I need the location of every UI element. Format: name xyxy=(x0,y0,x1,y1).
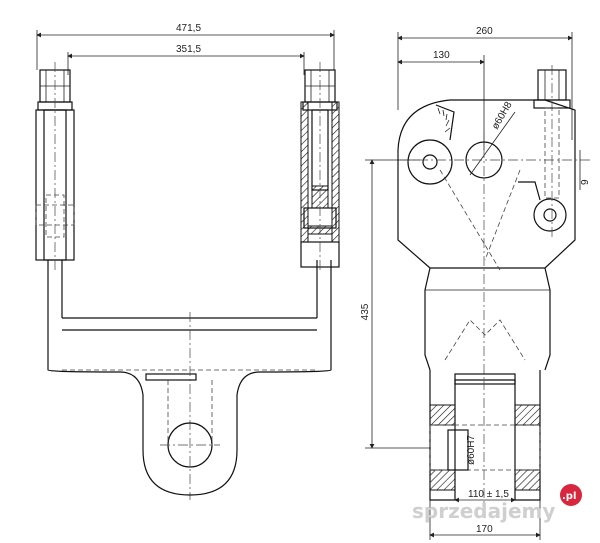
watermark-badge-icon xyxy=(560,484,582,506)
dimension-side-total-width: 260 xyxy=(397,26,573,140)
dimension-base-width: 170 xyxy=(429,500,541,540)
lower-fork: ø60H7 xyxy=(429,370,541,505)
small-gap-label: 9 xyxy=(580,179,591,185)
front-total-width-label: 471,5 xyxy=(176,23,201,34)
dimension-front-total-width: 471,5 xyxy=(36,23,335,70)
base-width-label: 170 xyxy=(476,524,493,535)
dimension-slot: 110 ± 1,5 xyxy=(454,489,516,503)
cross-beam xyxy=(62,312,317,500)
watermark: sprzedajemy .pl xyxy=(412,484,582,523)
side-total-width-label: 260 xyxy=(476,26,493,37)
upper-plate: ø60H8 xyxy=(397,99,590,380)
hanger-arms xyxy=(47,260,332,370)
front-inner-width-label: 351,5 xyxy=(176,44,201,55)
side-bolt: 9 xyxy=(518,65,591,240)
slot-label: 110 ± 1,5 xyxy=(468,489,509,500)
watermark-suffix: .pl xyxy=(562,491,576,502)
lower-hole-label: ø60H7 xyxy=(466,435,477,465)
bottom-lug xyxy=(47,369,332,496)
dimension-side-height: 435 xyxy=(360,159,430,449)
scale-ticks xyxy=(437,107,451,133)
left-bolt-assembly xyxy=(35,62,75,270)
front-view: 471,5 351,5 xyxy=(35,23,340,500)
side-height-label: 435 xyxy=(360,303,371,320)
upper-hole-label: ø60H8 xyxy=(490,100,515,132)
watermark-text: sprzedajemy xyxy=(412,499,555,523)
middle-neck xyxy=(424,267,551,371)
right-bolt-assembly xyxy=(300,62,340,270)
dimension-front-inner-width: 351,5 xyxy=(67,44,305,75)
side-offset-label: 130 xyxy=(433,50,450,61)
side-view: 260 130 435 xyxy=(360,26,591,540)
